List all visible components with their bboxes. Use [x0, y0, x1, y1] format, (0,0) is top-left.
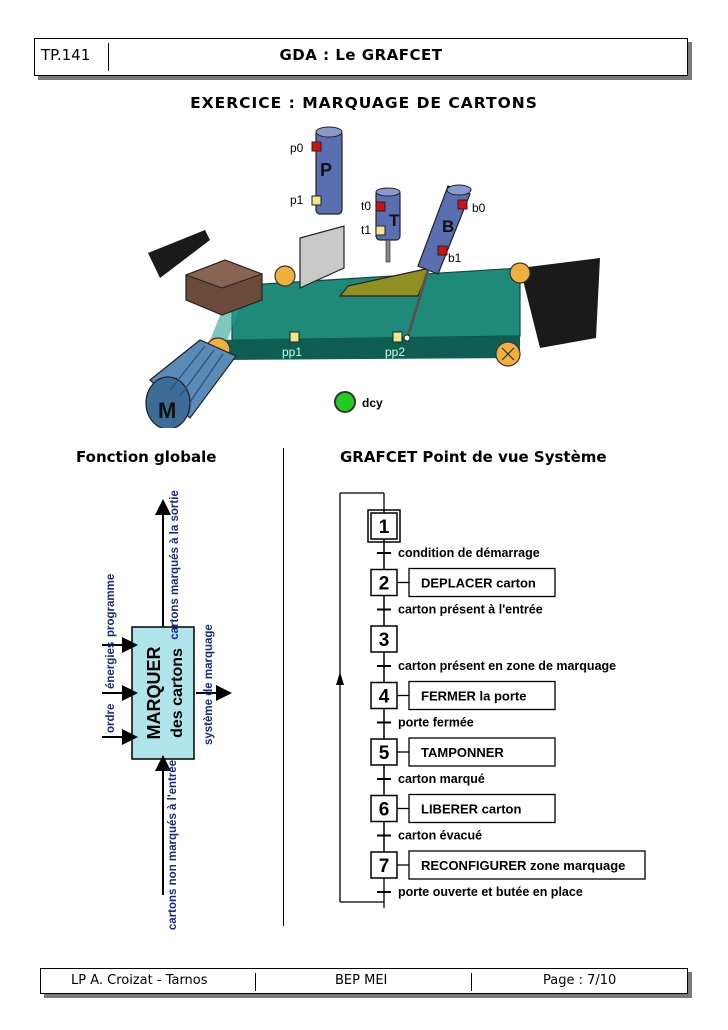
- footer-divider-1: [255, 973, 256, 991]
- step-number: 1: [379, 517, 390, 538]
- box-text-2: des cartons: [169, 648, 186, 738]
- step-number: 5: [379, 743, 390, 764]
- label-t0: t0: [361, 199, 371, 213]
- bottom-input-label: cartons non marqués à l'entrée: [167, 760, 179, 930]
- label-pp2: pp2: [385, 345, 405, 359]
- feed-belt-left: [148, 230, 210, 278]
- feed-belt-right: [520, 258, 600, 348]
- page-footer: LP A. Croizat - Tarnos BEP MEI Page : 7/…: [40, 968, 688, 994]
- sensor-pp1: [289, 331, 300, 343]
- step-6: [370, 794, 398, 823]
- sensor-p0: [311, 141, 322, 152]
- label-t1: t1: [361, 223, 371, 237]
- sensor-b1: [437, 245, 448, 256]
- label-b1: b1: [448, 251, 462, 265]
- page-header: TP.141 GDA : Le GRAFCET: [34, 38, 688, 76]
- right-output-label: système de marquage: [203, 624, 215, 745]
- section-grafcet: GRAFCET Point de vue Système: [340, 448, 607, 466]
- action-text-5: TAMPONNER: [421, 745, 504, 760]
- transition-label: carton marqué: [398, 772, 485, 786]
- action-box-7: [408, 850, 646, 880]
- dcy-button: [334, 391, 356, 413]
- input-energies: énergies: [105, 642, 117, 689]
- transition-label: carton présent à l'entrée: [398, 603, 543, 617]
- label-p1: p1: [290, 193, 304, 207]
- transition-label: porte fermée: [398, 716, 474, 730]
- sensor-t1: [375, 225, 386, 236]
- action-text-7: RECONFIGURER zone marquage: [421, 858, 625, 873]
- step-number: 2: [379, 574, 390, 595]
- transition-label: carton présent en zone de marquage: [398, 659, 616, 673]
- step-4: [370, 681, 398, 710]
- step-number: 7: [379, 856, 390, 877]
- loop-arrow: [336, 672, 344, 685]
- sensor-p1: [311, 195, 322, 206]
- label-b0: b0: [472, 201, 486, 215]
- input-programme: programme: [105, 574, 117, 637]
- footer-page: Page : 7/10: [543, 973, 617, 988]
- marking-pad: [338, 267, 432, 297]
- grafcet-diagram: 1 condition de démarrage 2 DEPLACER carton c…: [336, 492, 646, 908]
- roller-back-right: [509, 262, 531, 284]
- footer-course: BEP MEI: [335, 973, 388, 988]
- input-ordre: ordre: [105, 704, 117, 733]
- action-box-5: [408, 737, 556, 767]
- step-5: [370, 738, 398, 766]
- step-number: 6: [379, 800, 390, 821]
- doc-reference: TP.141: [41, 46, 91, 64]
- action-text-6: LIBERER carton: [421, 802, 521, 817]
- label-pp1: pp1: [282, 345, 302, 359]
- sensor-b0: [457, 199, 468, 210]
- action-text-2: DEPLACER carton: [421, 576, 536, 591]
- piston-t-label: T: [389, 211, 400, 230]
- action-box-6: [408, 793, 556, 824]
- label-dcy: dcy: [362, 396, 383, 410]
- sensor-pp2: [392, 331, 403, 343]
- motor-label: M: [158, 398, 176, 423]
- machine-illustration: P p0 p1 T t0 t1 B b0 b1 pp1 pp2 M dcy: [145, 126, 600, 428]
- action-box-2: [408, 567, 556, 598]
- piston-p-label: P: [320, 160, 332, 180]
- label-p0: p0: [290, 141, 304, 155]
- step-number: 3: [379, 630, 390, 651]
- exercise-title: EXERCICE : MARQUAGE DE CARTONS: [190, 94, 538, 112]
- footer-school: LP A. Croizat - Tarnos: [71, 973, 208, 988]
- transition-label: condition de démarrage: [398, 546, 540, 560]
- page-title: GDA : Le GRAFCET: [279, 46, 443, 64]
- action-text-4: FERMER la porte: [421, 689, 526, 704]
- step-3: [370, 625, 398, 653]
- column-divider: [283, 448, 284, 926]
- transition-label: porte ouverte et butée en place: [398, 885, 583, 899]
- conveyor-front: [210, 336, 520, 360]
- box-text-1: MARQUER: [144, 647, 164, 740]
- fonction-globale-diagram: MARQUER des cartons cartons marqués à la…: [102, 490, 232, 930]
- roller-back-left: [274, 265, 296, 287]
- action-box-4: [408, 680, 556, 711]
- piston-b-label: B: [442, 217, 454, 236]
- step-number: 4: [379, 687, 390, 708]
- top-output-label: cartons marqués à la sortie: [169, 490, 181, 640]
- header-divider: [108, 43, 109, 71]
- footer-divider-2: [471, 973, 472, 991]
- motor: M: [145, 339, 237, 428]
- sensor-t0: [375, 201, 386, 212]
- door-plate: [299, 225, 345, 289]
- transition-label: carton évacué: [398, 829, 482, 843]
- section-fonction-globale: Fonction globale: [76, 448, 217, 466]
